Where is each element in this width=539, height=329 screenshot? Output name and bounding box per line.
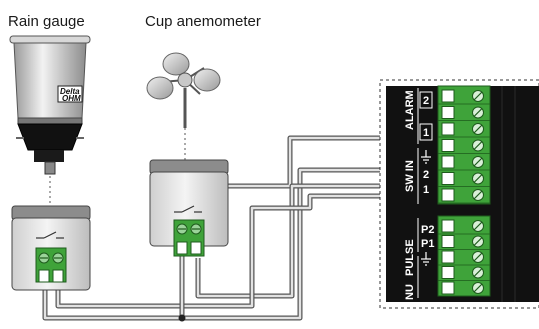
pulse-terminal-p2 [438, 219, 490, 235]
alarm-terminal-1b [438, 139, 490, 154]
alarm-pin-1-box: 1 [419, 123, 433, 141]
nu-terminal-a [438, 266, 490, 281]
rain-gauge-caption: Rain gauge [8, 13, 85, 30]
lower-terminal-strip [437, 215, 491, 297]
sw-pin-1: 1 [423, 184, 429, 196]
sw-ground-icon [421, 150, 431, 164]
sw-pin-2: 2 [423, 169, 429, 181]
upper-terminal-strip [437, 85, 491, 205]
alarm-pin-2: 2 [423, 95, 429, 107]
sw-terminal-1 [438, 188, 490, 204]
pulse-ground-icon [421, 252, 431, 266]
svg-text:OHM: OHM [62, 94, 81, 103]
rain-gauge: Delta OHM [9, 35, 91, 175]
alarm-terminal-1a [438, 122, 490, 138]
rain-gauge-switch-icon [36, 231, 64, 239]
alarm-terminal-2b [438, 106, 490, 121]
rain-gauge-pulse-box [11, 205, 91, 291]
alarm-pin-2-box: 2 [419, 91, 433, 109]
alarm-terminal-2a [438, 89, 490, 105]
cup-anemometer [146, 52, 221, 128]
sw-terminal-2 [438, 172, 490, 187]
pulse-pin-p1: P1 [421, 238, 434, 250]
delta-ohm-logo: Delta OHM [57, 85, 83, 103]
anemometer-switch-icon [174, 205, 202, 213]
anemometer-pulse-box [149, 159, 229, 257]
nu-terminal-b [438, 281, 490, 297]
nu-label: NU [404, 284, 416, 300]
pulse-pin-p2: P2 [421, 224, 434, 236]
sw-in-label: SW IN [404, 160, 416, 192]
wires [42, 135, 438, 322]
terminal-panel: ALARM SW IN PULSE NU 2 1 2 1 P2 P1 [379, 79, 539, 309]
pulse-label: PULSE [404, 239, 416, 276]
junction-dot [178, 314, 186, 322]
pulse-terminal-ground [438, 250, 490, 266]
cup-anemometer-caption: Cup anemometer [145, 13, 261, 30]
pulse-terminal-p1 [438, 235, 490, 250]
alarm-label: ALARM [404, 90, 416, 130]
alarm-pin-1: 1 [423, 127, 429, 139]
sw-terminal-ground [438, 155, 490, 171]
svg-text:Delta: Delta [60, 87, 80, 96]
